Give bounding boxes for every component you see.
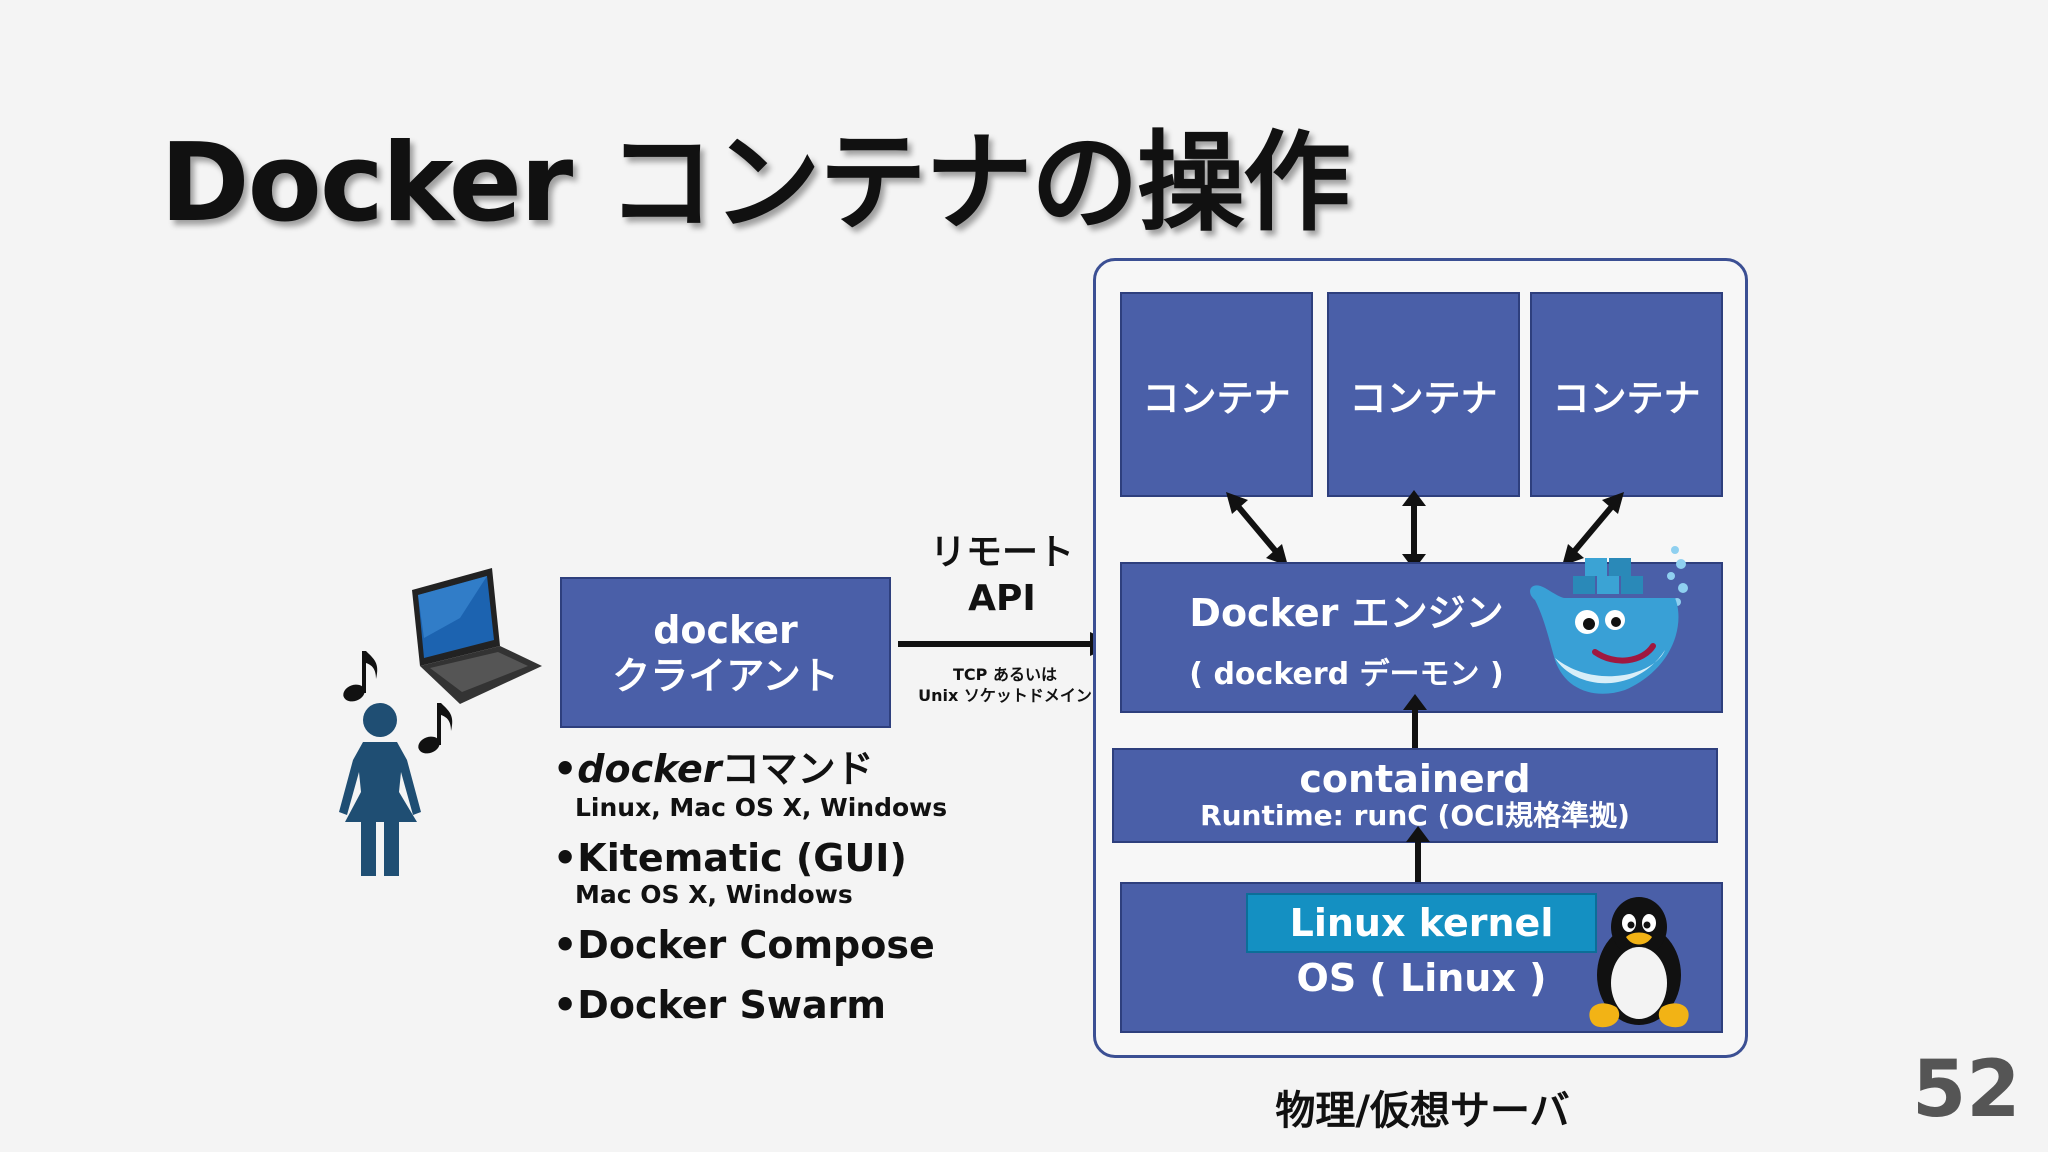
os-label: OS ( Linux ) [1296, 956, 1547, 1000]
list-item-sub: Mac OS X, Windows [575, 880, 853, 909]
music-note-icon [418, 703, 453, 754]
container-box: コンテナ [1120, 292, 1313, 497]
remote-api-label: リモート API [929, 532, 1074, 619]
list-item: •Docker Compose [553, 923, 935, 967]
linux-kernel-box: Linux kernel [1246, 893, 1597, 953]
slide-title: Docker コンテナの操作 [160, 121, 1351, 246]
page-number: 52 [1912, 1045, 2021, 1135]
container-box: コンテナ [1327, 292, 1520, 497]
transport-label: TCP あるいは Unix ソケットドメイン [918, 665, 1092, 705]
engine-title: Docker エンジン [1189, 591, 1504, 635]
containerd-box: containerd Runtime: runC (OCI規格準拠) [1112, 748, 1718, 843]
laptop-icon [412, 568, 542, 704]
engine-subtitle: ( dockerd デーモン ) [1189, 657, 1504, 692]
client-label-line2: クライアント [612, 653, 839, 698]
music-note-icon [343, 651, 378, 702]
person-icon [339, 703, 421, 876]
container-box: コンテナ [1530, 292, 1723, 497]
docker-client-box: docker クライアント [560, 577, 891, 728]
list-item: •Kitematic (GUI) Mac OS X, Windows [553, 836, 973, 909]
list-item: •dockerコマンド Linux, Mac OS X, Windows [553, 738, 973, 822]
list-item: •Docker Swarm [553, 983, 886, 1027]
docker-command-italic: docker [577, 747, 722, 791]
containerd-runtime: Runtime: runC (OCI規格準拠) [1200, 798, 1630, 832]
linux-penguin-icon [1589, 897, 1689, 1028]
docker-whale-icon [1530, 546, 1688, 694]
containerd-title: containerd [1299, 756, 1531, 801]
server-label: 物理/仮想サーバ [1275, 1088, 1570, 1134]
list-item-sub: Linux, Mac OS X, Windows [575, 793, 948, 822]
client-label-line1: docker [653, 607, 798, 652]
remote-api-arrow [898, 632, 1116, 656]
client-tools-list: •dockerコマンド Linux, Mac OS X, Windows •Ki… [553, 738, 973, 1027]
